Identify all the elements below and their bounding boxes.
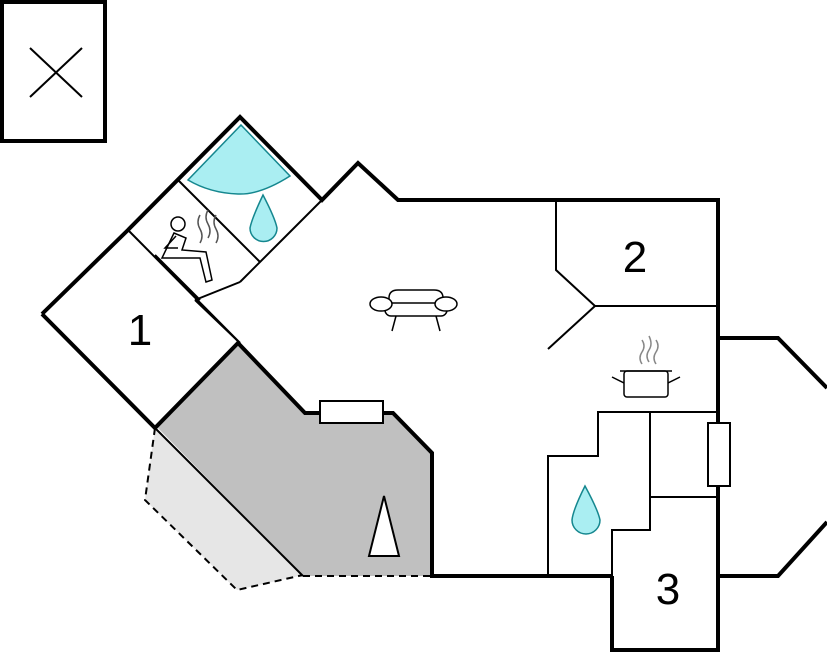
jacuzzi-icon (186, 123, 292, 195)
room-label-2: 2 (623, 233, 647, 282)
room-label-3: 3 (656, 565, 680, 614)
room-label-1: 1 (128, 306, 152, 355)
window (707, 422, 731, 487)
sauna-icon (160, 209, 219, 283)
x-box-icon (0, 0, 107, 143)
water-drop-icon (571, 484, 601, 535)
water-drop-icon (249, 193, 278, 243)
window (319, 400, 384, 424)
sofa-icon (369, 289, 458, 332)
north-arrow-icon (367, 495, 401, 557)
open-terrace (145, 428, 303, 590)
covered-terrace (155, 343, 432, 576)
cooking-pot-icon (611, 335, 681, 398)
